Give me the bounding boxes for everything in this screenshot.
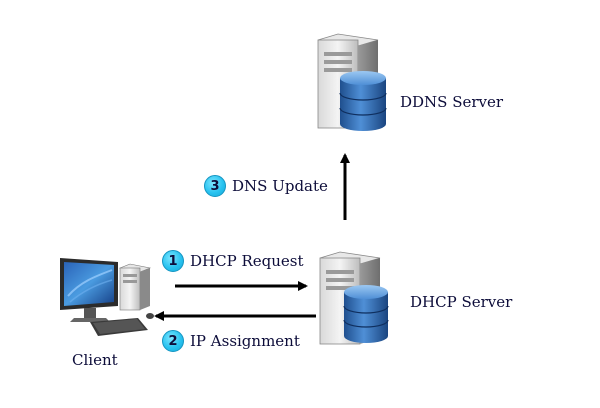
- ddns-server-label: DDNS Server: [400, 93, 504, 111]
- dhcp-server-icon: [319, 251, 389, 345]
- step-ip-assignment: 2 IP Assignment: [162, 330, 300, 352]
- step-number-badge: 1: [162, 250, 184, 272]
- step-number-badge: 3: [204, 175, 226, 197]
- step-number-badge: 2: [162, 330, 184, 352]
- ddns-server-icon: [317, 33, 387, 131]
- step-label: DHCP Request: [190, 252, 304, 270]
- step-dns-update: 3 DNS Update: [204, 175, 328, 197]
- step-label: DNS Update: [232, 177, 328, 195]
- dhcp-server-label: DHCP Server: [410, 293, 513, 311]
- desktop-computer-icon: [60, 258, 154, 336]
- step-label: IP Assignment: [190, 332, 300, 350]
- client-label: Client: [72, 351, 118, 369]
- step-dhcp-request: 1 DHCP Request: [162, 250, 303, 272]
